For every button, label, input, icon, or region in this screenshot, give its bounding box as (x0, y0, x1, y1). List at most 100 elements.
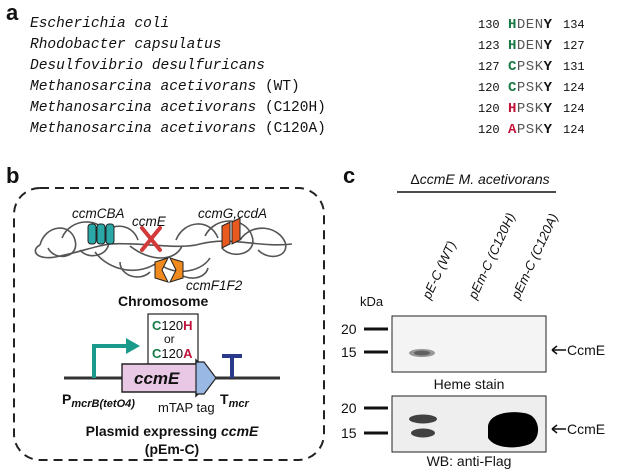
band-label-bottom: CcmE (567, 421, 605, 437)
heme-band-wt-core (414, 350, 430, 356)
motif-residue-1: H (508, 38, 517, 54)
flag-band-wt-upper (409, 414, 437, 424)
blot-header: ΔccmE M. acetivorans (410, 171, 549, 187)
motif-residue-5: Y (543, 122, 553, 138)
blot-header-gene: ccmE (420, 171, 456, 187)
terminator-label-main: T (220, 391, 229, 407)
mtap-tag-block (195, 361, 217, 395)
species-name: Methanosarcina acetivorans (WT) (30, 79, 300, 95)
mutation-pos-1: 120 (161, 318, 183, 333)
promoter-arrow-icon (92, 344, 128, 378)
flag-band-c120a (488, 412, 539, 448)
residue-end: 131 (563, 60, 585, 74)
motif-residue-5: Y (543, 17, 553, 33)
marker-15-bottom: 15 (341, 425, 357, 441)
gene-label-ccmf: ccmF1F2 (186, 278, 243, 293)
motif-residue-1: H (508, 101, 517, 117)
motif-residue-1: H (508, 17, 517, 33)
motif-sequence: HDENY (508, 17, 553, 33)
species-binomial: Desulfovibrio desulfuricans (30, 58, 265, 74)
species-binomial: Escherichia coli (30, 16, 170, 32)
motif-sequence: CPSKY (508, 59, 553, 75)
arrow-left-icon (551, 345, 566, 355)
residue-end: 124 (563, 102, 585, 116)
motif-sequence: APSKY (508, 122, 553, 138)
species-binomial: Methanosarcina acetivorans (30, 100, 257, 116)
mutation-c-2: C (152, 346, 162, 361)
mutation-box (147, 313, 199, 365)
motif-middle: PSK (516, 101, 544, 117)
plasmid-caption-line-1: Plasmid expressing ccmE (86, 423, 259, 439)
heme-stain-blot (391, 315, 547, 373)
residue-start: 130 (478, 18, 500, 32)
gene-label-ccmg: ccmG,ccdA (198, 206, 267, 221)
residue-start: 127 (478, 60, 500, 74)
mutation-a: A (183, 346, 193, 361)
mutation-c-1: C (152, 318, 162, 333)
strain-label: (WT) (264, 79, 300, 95)
plasmid-gene-label: ccmE (134, 369, 180, 388)
arrow-left-icon (551, 424, 566, 434)
species-binomial: Methanosarcina acetivorans (30, 121, 257, 137)
ccme-deletion-x-icon (140, 226, 162, 252)
lane-labels: pE-C (WT)pEm-C (C120H)pEm-C (C120A) (419, 210, 561, 302)
plasmid-caption-line-2: (pEm-C) (145, 441, 199, 457)
chromosome-loops (34, 220, 293, 279)
residue-start: 120 (478, 81, 500, 95)
motif-sequence: HDENY (508, 38, 553, 54)
motif-residue-1: C (508, 59, 517, 75)
blot-header-organism: M. acetivorans (459, 171, 550, 187)
motif-middle: PSK (516, 80, 544, 96)
motif-middle: PSK (516, 59, 544, 75)
species-name: Methanosarcina acetivorans (C120A) (30, 121, 326, 137)
species-name: Rhodobacter capsulatus (30, 37, 221, 53)
ccmf-gene-block (154, 257, 184, 283)
species-name: Methanosarcina acetivorans (C120H) (30, 100, 326, 116)
motif-residue-5: Y (543, 80, 553, 96)
marker-20-top: 20 (341, 321, 357, 337)
gene-label-ccmcba: ccmCBA (72, 206, 125, 221)
terminator-icon (222, 354, 242, 378)
chromosome-label: Chromosome (118, 293, 208, 309)
motif-residue-5: Y (543, 101, 553, 117)
band-label-top: CcmE (567, 342, 605, 358)
motif-residue-5: Y (543, 38, 553, 54)
ccmg-gene-block (221, 217, 241, 249)
motif-residue-1: A (508, 122, 517, 138)
mtap-tag-label: mTAP tag (158, 400, 215, 415)
motif-residue-1: C (508, 80, 517, 96)
promoter-arrowhead (126, 338, 140, 354)
residue-end: 124 (563, 81, 585, 95)
strain-label: (C120A) (264, 121, 326, 137)
residue-start: 120 (478, 123, 500, 137)
promoter-label-sub: mcrB(tetO4) (71, 398, 135, 410)
mutation-pos-2: 120 (161, 346, 183, 361)
residue-start: 123 (478, 39, 500, 53)
species-binomial: Rhodobacter capsulatus (30, 37, 222, 53)
strain-label: (C120H) (264, 100, 326, 116)
lane-label: pE-C (WT) (419, 239, 459, 303)
species-name: Escherichia coli (30, 16, 169, 32)
residue-end: 134 (563, 18, 585, 32)
residue-start: 120 (478, 102, 500, 116)
residue-end: 127 (563, 39, 585, 53)
terminator-label-sub: mcr (229, 398, 250, 410)
diagram-frame (13, 187, 325, 461)
ccmcba-gene-block (87, 223, 115, 245)
motif-middle: DEN (516, 38, 544, 54)
motif-middle: PSK (516, 122, 544, 138)
blot-figure: ΔccmE M. acetivorans pE-C (WT)pEm-C (C12… (341, 171, 605, 469)
mutation-line-2: C120A (152, 346, 193, 361)
lane-label: pEm-C (C120A) (508, 211, 561, 302)
mutation-or: or (164, 332, 175, 346)
gene-label-ccme: ccmE (132, 214, 167, 229)
plasmid-caption-prefix: Plasmid expressing (86, 423, 221, 439)
anti-flag-caption: WB: anti-Flag (427, 453, 512, 469)
motif-sequence: CPSKY (508, 80, 553, 96)
flag-band-wt-lower (411, 428, 435, 438)
kda-label: kDa (360, 294, 384, 309)
mutation-h: H (183, 318, 192, 333)
terminator-label: Tmcr (220, 391, 249, 410)
species-name: Desulfovibrio desulfuricans (30, 58, 265, 74)
marker-15-top: 15 (341, 344, 357, 360)
